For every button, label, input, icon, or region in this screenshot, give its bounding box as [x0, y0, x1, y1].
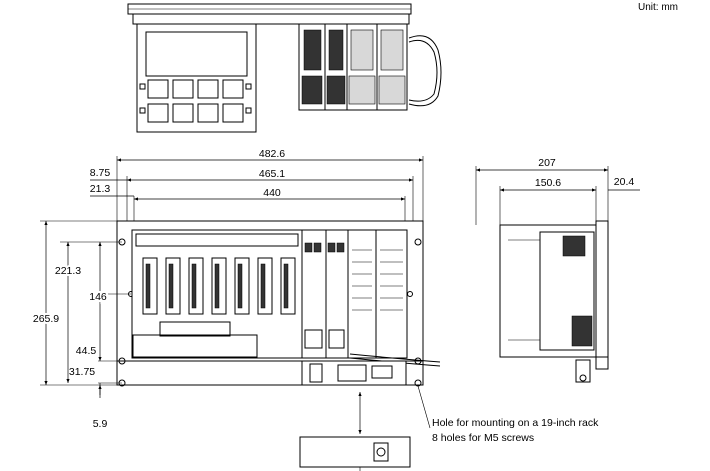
side-depth-dimensions: 207 150.6 20.4: [475, 157, 640, 225]
dim-20-4: 20.4: [614, 176, 635, 188]
dim-8-75: 8.75: [90, 167, 111, 179]
dim-265-9: 265.9: [33, 313, 59, 325]
dim-21-3: 21.3: [90, 183, 111, 195]
callout-line-2: 8 holes for M5 screws: [432, 432, 534, 444]
top-view-slots: [139, 79, 252, 123]
front-width-dimensions: 482.6 465.1 440 8.75 21.3: [90, 148, 424, 221]
dim-207: 207: [538, 157, 556, 169]
callout-line-1: Hole for mounting on a 19-inch rack: [432, 417, 599, 429]
top-view-modules: [298, 23, 408, 111]
dim-5-9: 5.9: [93, 418, 108, 430]
dim-465-1: 465.1: [259, 168, 285, 180]
front-view-cable: [349, 353, 441, 363]
top-view-cable: [408, 35, 442, 107]
dim-150-6: 150.6: [535, 177, 561, 189]
dim-482-6: 482.6: [259, 148, 285, 160]
dim-440: 440: [263, 187, 281, 199]
side-view: [499, 220, 609, 383]
dim-31-75: 31.75: [69, 366, 95, 378]
front-view-modules: [301, 229, 408, 359]
base-unit-slots: [142, 257, 296, 315]
dim-221-3: 221.3: [55, 265, 81, 277]
bottom-detail-view: [299, 392, 411, 471]
dim-44-5: 44.5: [76, 345, 97, 357]
height-dimensions: 265.9 221.3 146 44.5 31.75 5.9: [31, 220, 131, 430]
top-view: [127, 3, 442, 133]
unit-label: Unit: mm: [638, 2, 678, 13]
front-view: [116, 220, 441, 387]
mounting-hole-callout: Hole for mounting on a 19-inch rack 8 ho…: [417, 385, 599, 444]
dim-146: 146: [89, 291, 107, 303]
